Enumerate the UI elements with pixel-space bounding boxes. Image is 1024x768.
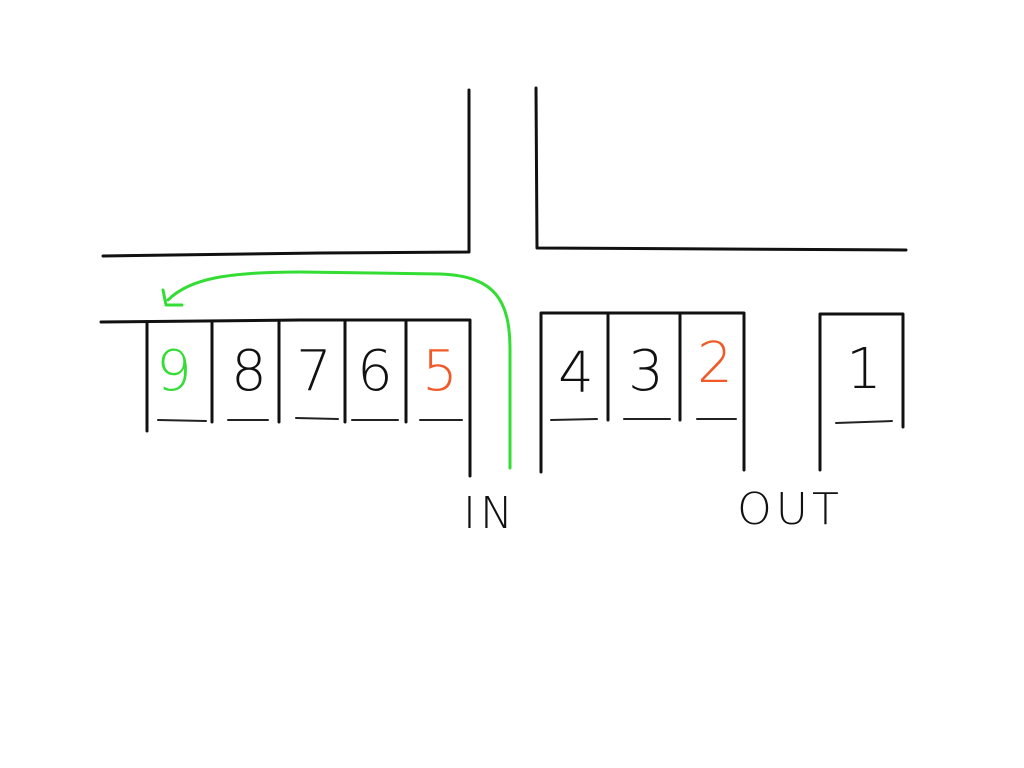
block-b-outline: [539, 311, 746, 474]
slot-7-number: 7: [296, 339, 332, 404]
road-outline: [99, 86, 908, 478]
route-arrowhead: [161, 288, 184, 307]
road-top-left-corner: [101, 88, 471, 258]
route-path: [166, 270, 512, 470]
slot-numbers: 9 8 7 6 5 4 3 2 1: [156, 331, 882, 406]
block-c-outline: [818, 312, 905, 472]
slot-1-number: 1: [846, 337, 882, 402]
parking-block-a: [145, 319, 408, 433]
slot-9-number: 9: [156, 339, 192, 404]
entrance-label: IN: [463, 488, 517, 539]
parking-block-c: [818, 312, 905, 472]
slot-underline: [295, 417, 339, 420]
route-arrow: [161, 270, 512, 470]
road-lower-left-edge: [99, 318, 472, 478]
parking-block-b: [539, 311, 746, 474]
slot-underlines: [157, 417, 893, 424]
slot-underline: [835, 420, 893, 424]
slot-3-number: 3: [628, 339, 664, 404]
slot-underline: [157, 419, 207, 422]
slot-6-number: 6: [357, 339, 393, 404]
slot-2-number: 2: [697, 331, 733, 396]
slot-4-number: 4: [558, 341, 594, 406]
slot-underline: [550, 418, 598, 421]
slot-5-number: 5: [422, 339, 458, 404]
exit-label: OUT: [737, 484, 843, 535]
slot-8-number: 8: [231, 339, 267, 404]
road-top-right-corner: [534, 86, 908, 252]
